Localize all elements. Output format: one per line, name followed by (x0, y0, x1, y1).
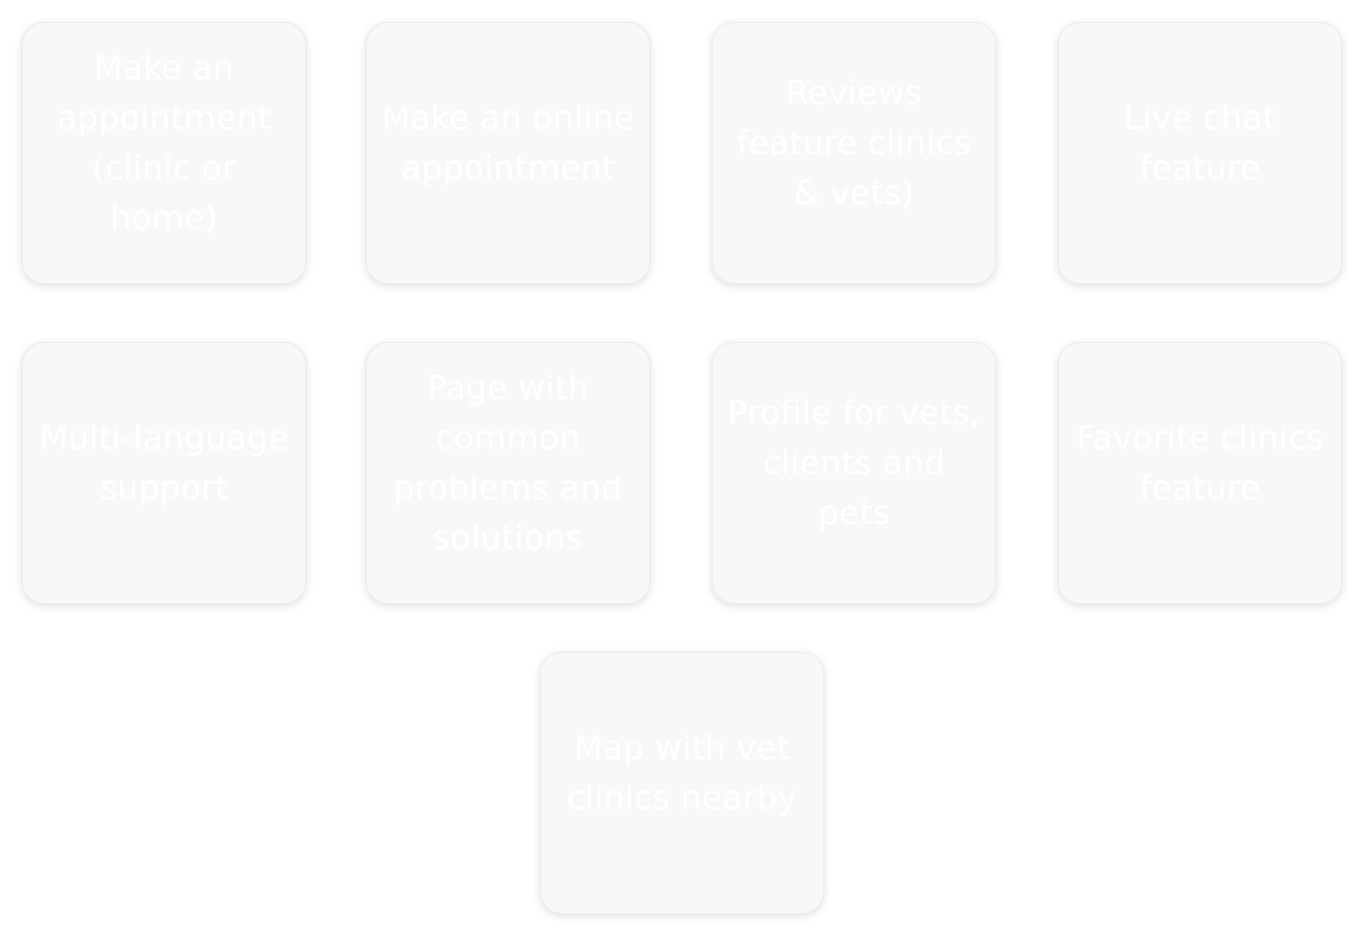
feature-card-label: Make an appointment (clinic or home) (57, 48, 271, 237)
feature-card-online-appointment[interactable]: Make an online appointment (366, 22, 650, 284)
feature-card-label: Profile for vets, clients and pets (727, 393, 981, 532)
feature-card-map[interactable]: Map with vet clinics nearby (540, 652, 824, 914)
feature-card-label: Favorite clinics feature (1076, 418, 1324, 507)
feature-card-favorite-clinics[interactable]: Favorite clinics feature (1058, 342, 1342, 604)
feature-card-label: Map with vet clinics nearby (566, 728, 798, 817)
feature-card-appointment[interactable]: Make an appointment (clinic or home) (22, 22, 306, 284)
feature-card-reviews[interactable]: Reviews feature clinics & vets) (712, 22, 996, 284)
feature-card-label: Make an online appointment (381, 98, 635, 187)
feature-card-label: Live chat feature (1124, 98, 1276, 187)
feature-card-multi-language[interactable]: Multi-language support (22, 342, 306, 604)
feature-card-live-chat[interactable]: Live chat feature (1058, 22, 1342, 284)
feature-card-profiles[interactable]: Profile for vets, clients and pets (712, 342, 996, 604)
feature-card-label: Page with common problems and solutions (393, 368, 623, 557)
feature-card-label: Multi-language support (39, 418, 289, 507)
feature-card-common-problems[interactable]: Page with common problems and solutions (366, 342, 650, 604)
feature-card-label: Reviews feature clinics & vets) (736, 73, 972, 212)
